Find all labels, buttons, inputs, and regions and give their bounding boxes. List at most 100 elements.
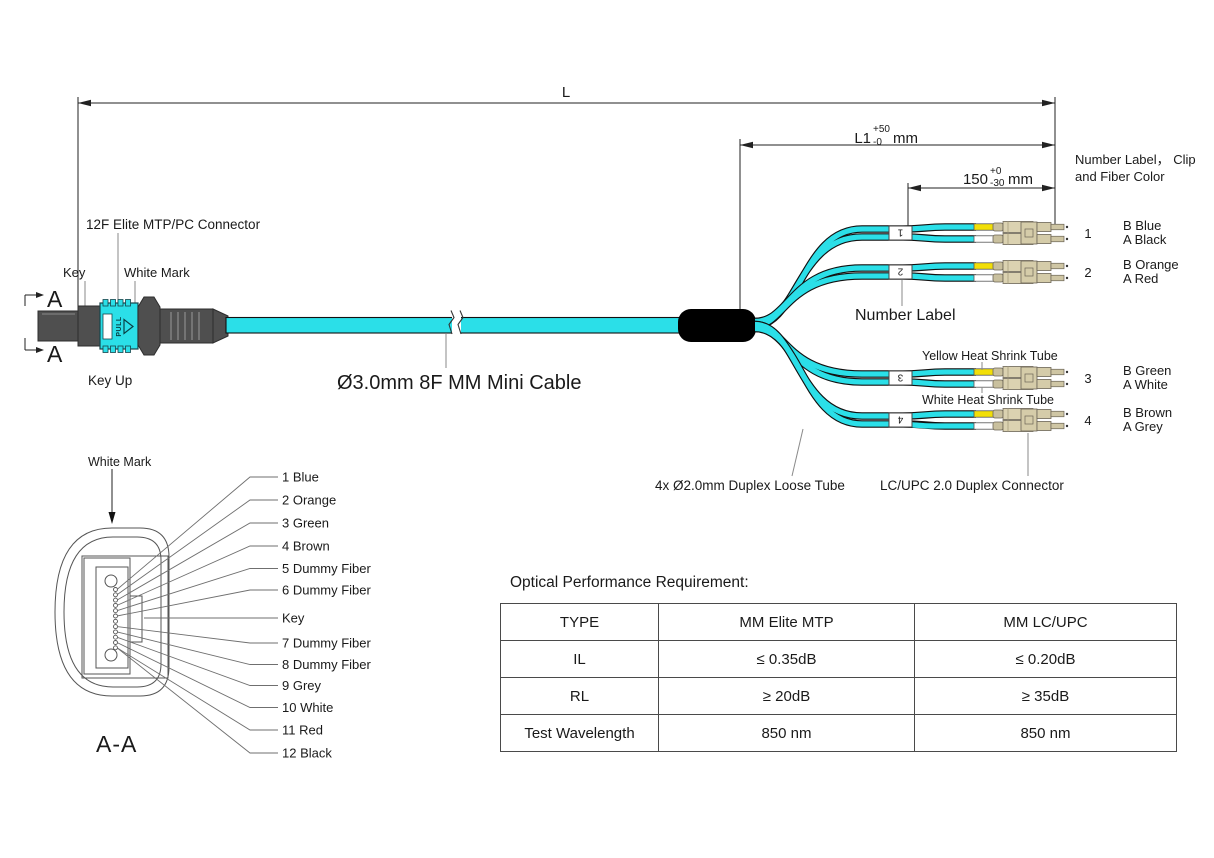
leg1-number: 1 bbox=[1084, 226, 1091, 241]
fiber-label-5: 5 Dummy Fiber bbox=[282, 561, 372, 576]
leg-number-text: 1 bbox=[897, 227, 903, 238]
dim-L1-label: L1 bbox=[854, 130, 871, 147]
dim-150-label: 150 bbox=[963, 171, 988, 188]
guide-pin-hole-bottom bbox=[104, 648, 118, 662]
fiber-label-12: 12 Black bbox=[282, 746, 332, 761]
yellow-heat-shrink bbox=[973, 262, 995, 270]
arrowhead-left-icon bbox=[78, 99, 91, 107]
fiber-label-1: 1 Blue bbox=[282, 470, 319, 485]
header-type: TYPE bbox=[500, 603, 659, 641]
fiber-label-10: 10 White bbox=[282, 700, 333, 715]
dim-150-tol-minus: -30 bbox=[990, 178, 1005, 189]
white-tube-callout: White Heat Shrink Tube bbox=[922, 393, 1054, 407]
arrowhead-left-icon bbox=[740, 141, 753, 149]
breakout-annotations: Number Label Yellow Heat Shrink Tube Whi… bbox=[655, 280, 1064, 493]
leg1-a-color: A Black bbox=[1123, 232, 1167, 247]
section-arrow-top-icon bbox=[36, 292, 44, 298]
fiber-label-11: 11 Red bbox=[282, 723, 323, 738]
lc-duplex-connector bbox=[992, 408, 1069, 432]
arrowhead-right-icon bbox=[1042, 184, 1055, 192]
lc-duplex-connector bbox=[992, 366, 1069, 390]
mtp-key-up-label: Key Up bbox=[88, 373, 132, 388]
mtp-white-mark bbox=[102, 313, 113, 340]
breakout-leg-2: 2 bbox=[754, 260, 1069, 330]
yellow-heat-shrink bbox=[973, 223, 995, 231]
section-cut-markers: A A bbox=[24, 286, 63, 367]
table-row-wavelength: Test Wavelength 850 nm 850 nm bbox=[500, 714, 1177, 752]
leg4-a-color: A Grey bbox=[1123, 419, 1163, 434]
leg-number-label bbox=[888, 225, 913, 241]
mtp-white-mark-label: White Mark bbox=[124, 265, 190, 280]
white-heat-shrink bbox=[973, 235, 995, 243]
leg-number-label bbox=[888, 412, 913, 428]
leg-color-legend: 1 B Blue A Black 2 B Orange A Red 3 B Gr… bbox=[1084, 218, 1178, 434]
header-mtp: MM Elite MTP bbox=[658, 603, 915, 641]
leg4-number: 4 bbox=[1084, 413, 1091, 428]
header-lc: MM LC/UPC bbox=[914, 603, 1177, 641]
section-ferrule-inner bbox=[95, 566, 129, 669]
dim-L1-unit: mm bbox=[893, 130, 918, 147]
lc-duplex-connector bbox=[992, 221, 1069, 245]
fiber-callout-leaders bbox=[116, 476, 278, 754]
mtp-pull-text: PULL bbox=[116, 316, 123, 337]
lc-duplex-connector bbox=[992, 260, 1069, 284]
leg-number-text: 4 bbox=[897, 414, 903, 425]
breakout-leg-4: 4 bbox=[754, 320, 1069, 432]
table-row-rl: RL ≥ 20dB ≥ 35dB bbox=[500, 677, 1177, 715]
fiber-label-key: Key bbox=[282, 611, 305, 626]
dim-L1-tol-plus: +50 bbox=[873, 124, 890, 135]
cell-wl-mtp: 850 nm bbox=[658, 714, 915, 752]
cell-rl-mtp: ≥ 20dB bbox=[658, 677, 915, 715]
note-line1: Number Label， Clip bbox=[1075, 152, 1196, 167]
fiber-label-7: 7 Dummy Fiber bbox=[282, 636, 372, 651]
dim-L1-tol-minus: -0 bbox=[873, 137, 882, 148]
optical-performance-section: Optical Performance Requirement: TYPE MM… bbox=[500, 574, 1177, 752]
leg4-b-color: B Brown bbox=[1123, 405, 1172, 420]
leg2-a-color: A Red bbox=[1123, 271, 1158, 286]
section-inner-boot bbox=[63, 536, 162, 688]
section-outer-boot bbox=[54, 527, 170, 697]
trunk-cable: Ø3.0mm 8F MM Mini Cable bbox=[225, 310, 683, 394]
arrowhead-right-icon bbox=[1042, 99, 1055, 107]
optical-performance-table: TYPE MM Elite MTP MM LC/UPC IL ≤ 0.35dB … bbox=[500, 603, 1177, 752]
leg3-b-color: B Green bbox=[1123, 363, 1171, 378]
mtp-connector: PULL 12F Elite MTP/PC Connector Key Whit… bbox=[37, 217, 261, 388]
arrowhead-right-icon bbox=[1042, 141, 1055, 149]
dim-150-unit: mm bbox=[1008, 171, 1033, 188]
number-label-note: Number Label， Clip and Fiber Color bbox=[1075, 152, 1196, 184]
cell-il-label: IL bbox=[500, 640, 659, 678]
cell-rl-label: RL bbox=[500, 677, 659, 715]
leg-number-label bbox=[888, 370, 913, 386]
table-row-il: IL ≤ 0.35dB ≤ 0.20dB bbox=[500, 640, 1177, 678]
fiber-label-4: 4 Brown bbox=[282, 539, 330, 554]
arrowhead-left-icon bbox=[908, 184, 921, 192]
mtp-key-label: Key bbox=[63, 265, 86, 280]
table-title: Optical Performance Requirement: bbox=[510, 574, 749, 591]
cell-rl-lc: ≥ 35dB bbox=[914, 677, 1177, 715]
dimension-150: 150 +0 -30 mm bbox=[907, 166, 1055, 226]
cable-break-icon bbox=[448, 310, 455, 335]
dim-150-tol-plus: +0 bbox=[990, 166, 1002, 177]
dimension-L: L bbox=[77, 84, 1056, 306]
mtp-flare bbox=[137, 296, 161, 356]
furcation-sleeve bbox=[678, 309, 756, 342]
section-white-mark-label: White Mark bbox=[88, 455, 152, 469]
cable-break-icon bbox=[457, 310, 464, 335]
section-key-slot bbox=[129, 595, 143, 643]
mtp-pull-arrow-icon bbox=[123, 318, 134, 335]
mtp-ferrule bbox=[37, 310, 79, 342]
dim-L-label: L bbox=[562, 84, 570, 101]
cell-wl-lc: 850 nm bbox=[914, 714, 1177, 752]
leg3-a-color: A White bbox=[1123, 377, 1168, 392]
guide-pin-hole-top bbox=[104, 574, 118, 588]
leg1-b-color: B Blue bbox=[1123, 218, 1161, 233]
fiber-callout-labels: 1 Blue 2 Orange 3 Green 4 Brown 5 Dummy … bbox=[282, 470, 372, 761]
fiber-label-8: 8 Dummy Fiber bbox=[282, 657, 372, 672]
cell-wl-label: Test Wavelength bbox=[500, 714, 659, 752]
fiber-label-6: 6 Dummy Fiber bbox=[282, 583, 372, 598]
white-mark-arrow-icon bbox=[108, 512, 116, 524]
section-housing bbox=[81, 555, 169, 679]
yellow-heat-shrink bbox=[973, 410, 995, 418]
